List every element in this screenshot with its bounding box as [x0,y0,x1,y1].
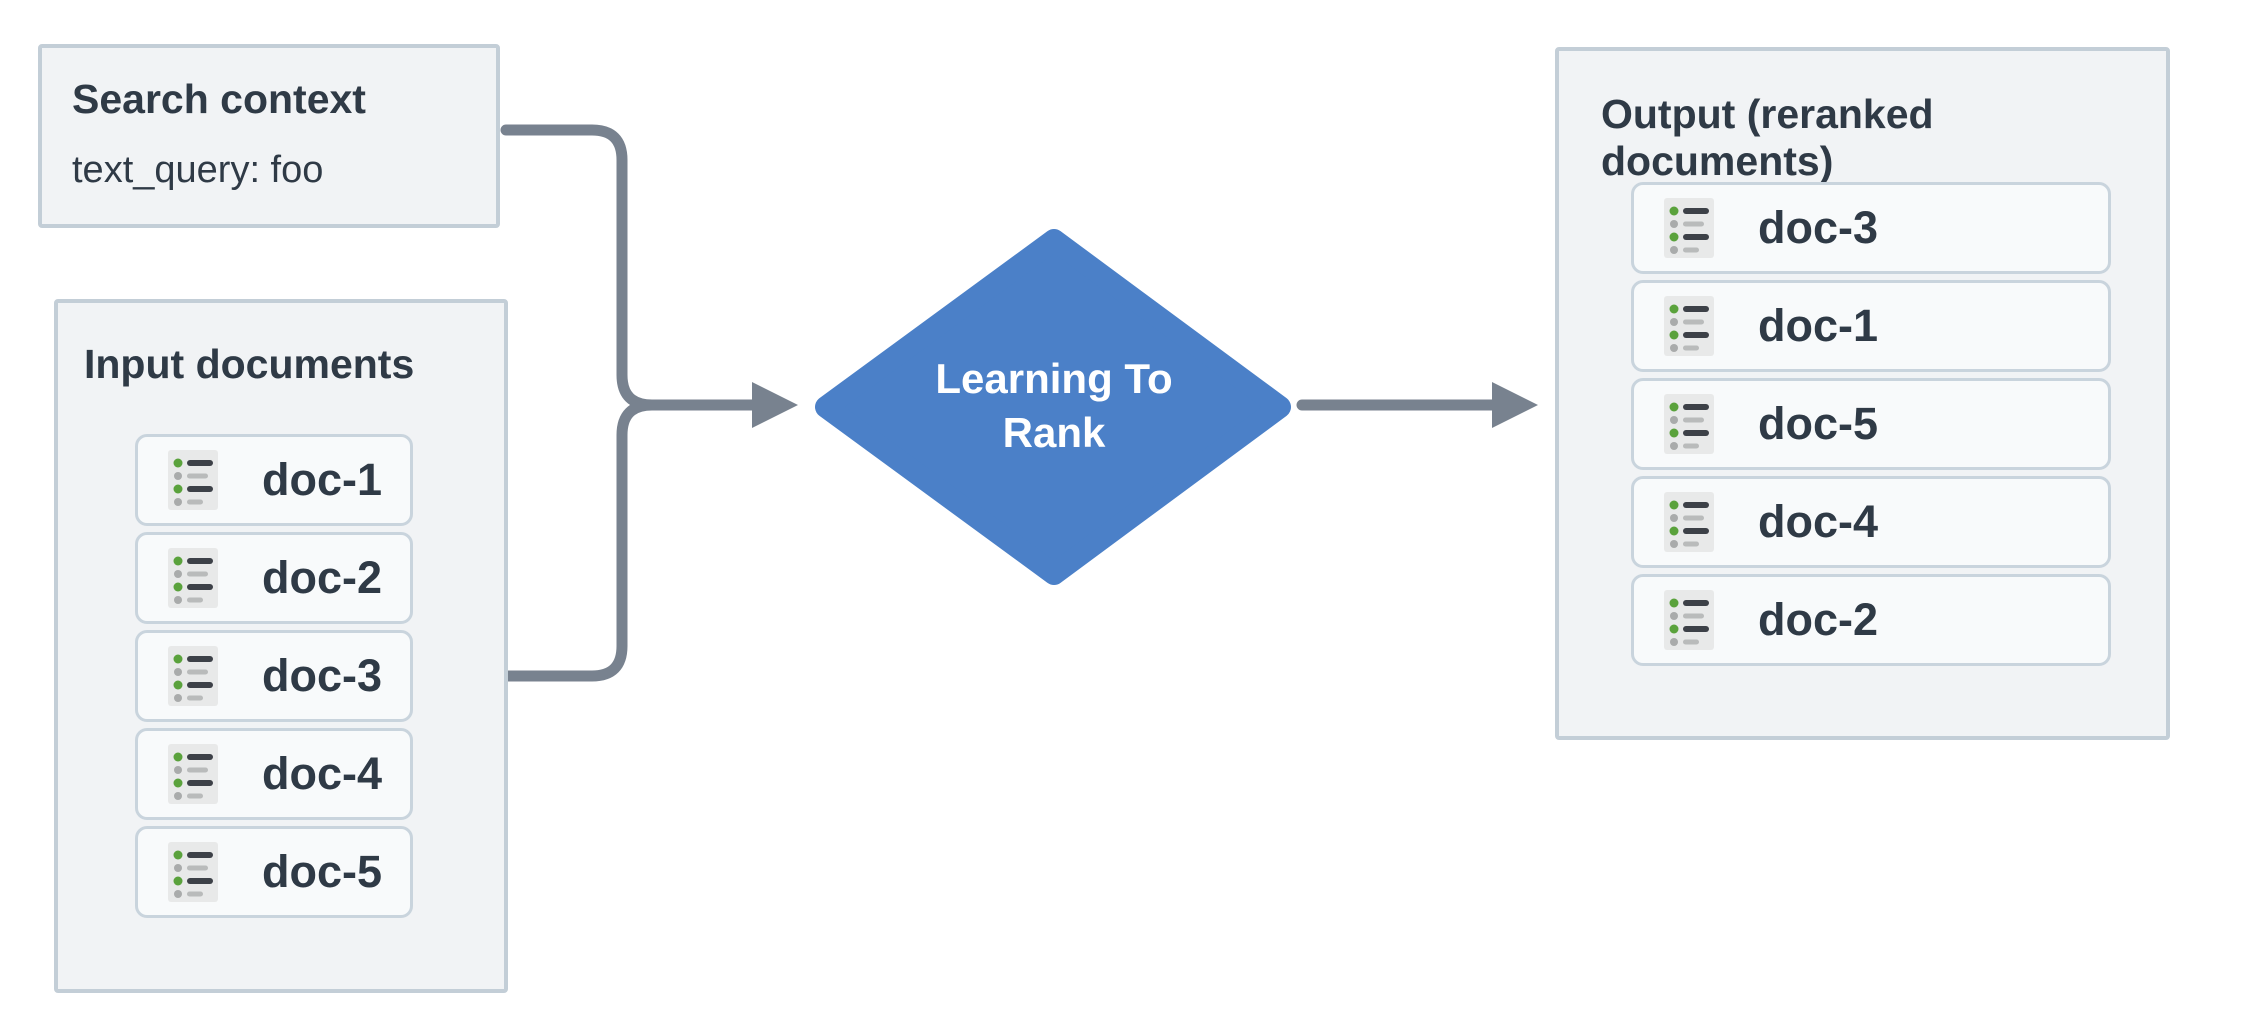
document-card: doc-5 [135,826,413,918]
document-label: doc-2 [262,552,383,603]
rank-diamond-shape [815,229,1291,585]
search-context-title: Search context [72,76,366,122]
output-documents-box: Output (reranked documents) doc-3 [1555,47,2170,740]
document-label: doc-4 [1758,496,1879,547]
document-card: doc-4 [1631,476,2111,568]
document-label: doc-4 [262,748,383,799]
list-icon [168,842,218,902]
output-documents-title: Output (reranked documents) [1601,91,1934,184]
document-card: doc-2 [1631,574,2111,666]
document-label: doc-5 [262,846,383,897]
document-card: doc-5 [1631,378,2111,470]
document-label: doc-3 [1758,202,1879,253]
input-documents-title: Input documents [84,341,415,387]
list-icon [1664,198,1714,258]
search-context-box: Search context text_query: foo [38,44,500,228]
arrowhead-into-rank [752,382,798,428]
list-icon [1664,296,1714,356]
list-icon [168,548,218,608]
list-icon [168,450,218,510]
connector-docs-to-rank [500,399,758,682]
input-documents-list: doc-1 doc-2 [135,434,413,918]
list-icon [168,744,218,804]
output-documents-list: doc-3 doc-1 [1631,182,2111,666]
list-icon [1664,492,1714,552]
document-card: doc-1 [1631,280,2111,372]
list-icon [168,646,218,706]
document-card: doc-2 [135,532,413,624]
connector-search-to-rank [500,124,758,411]
document-card: doc-3 [1631,182,2111,274]
rank-node-label: Learning To Rank [935,355,1173,456]
document-label: doc-1 [262,454,383,505]
document-card: doc-4 [135,728,413,820]
list-icon [1664,590,1714,650]
document-card: doc-1 [135,434,413,526]
document-label: doc-5 [1758,398,1879,449]
input-documents-box: Input documents doc-1 [54,299,508,993]
search-context-query: text_query: foo [72,149,324,191]
document-card: doc-3 [135,630,413,722]
document-label: doc-2 [1758,594,1879,645]
arrowhead-into-output [1492,382,1538,428]
document-label: doc-3 [262,650,383,701]
document-label: doc-1 [1758,300,1879,351]
list-icon [1664,394,1714,454]
